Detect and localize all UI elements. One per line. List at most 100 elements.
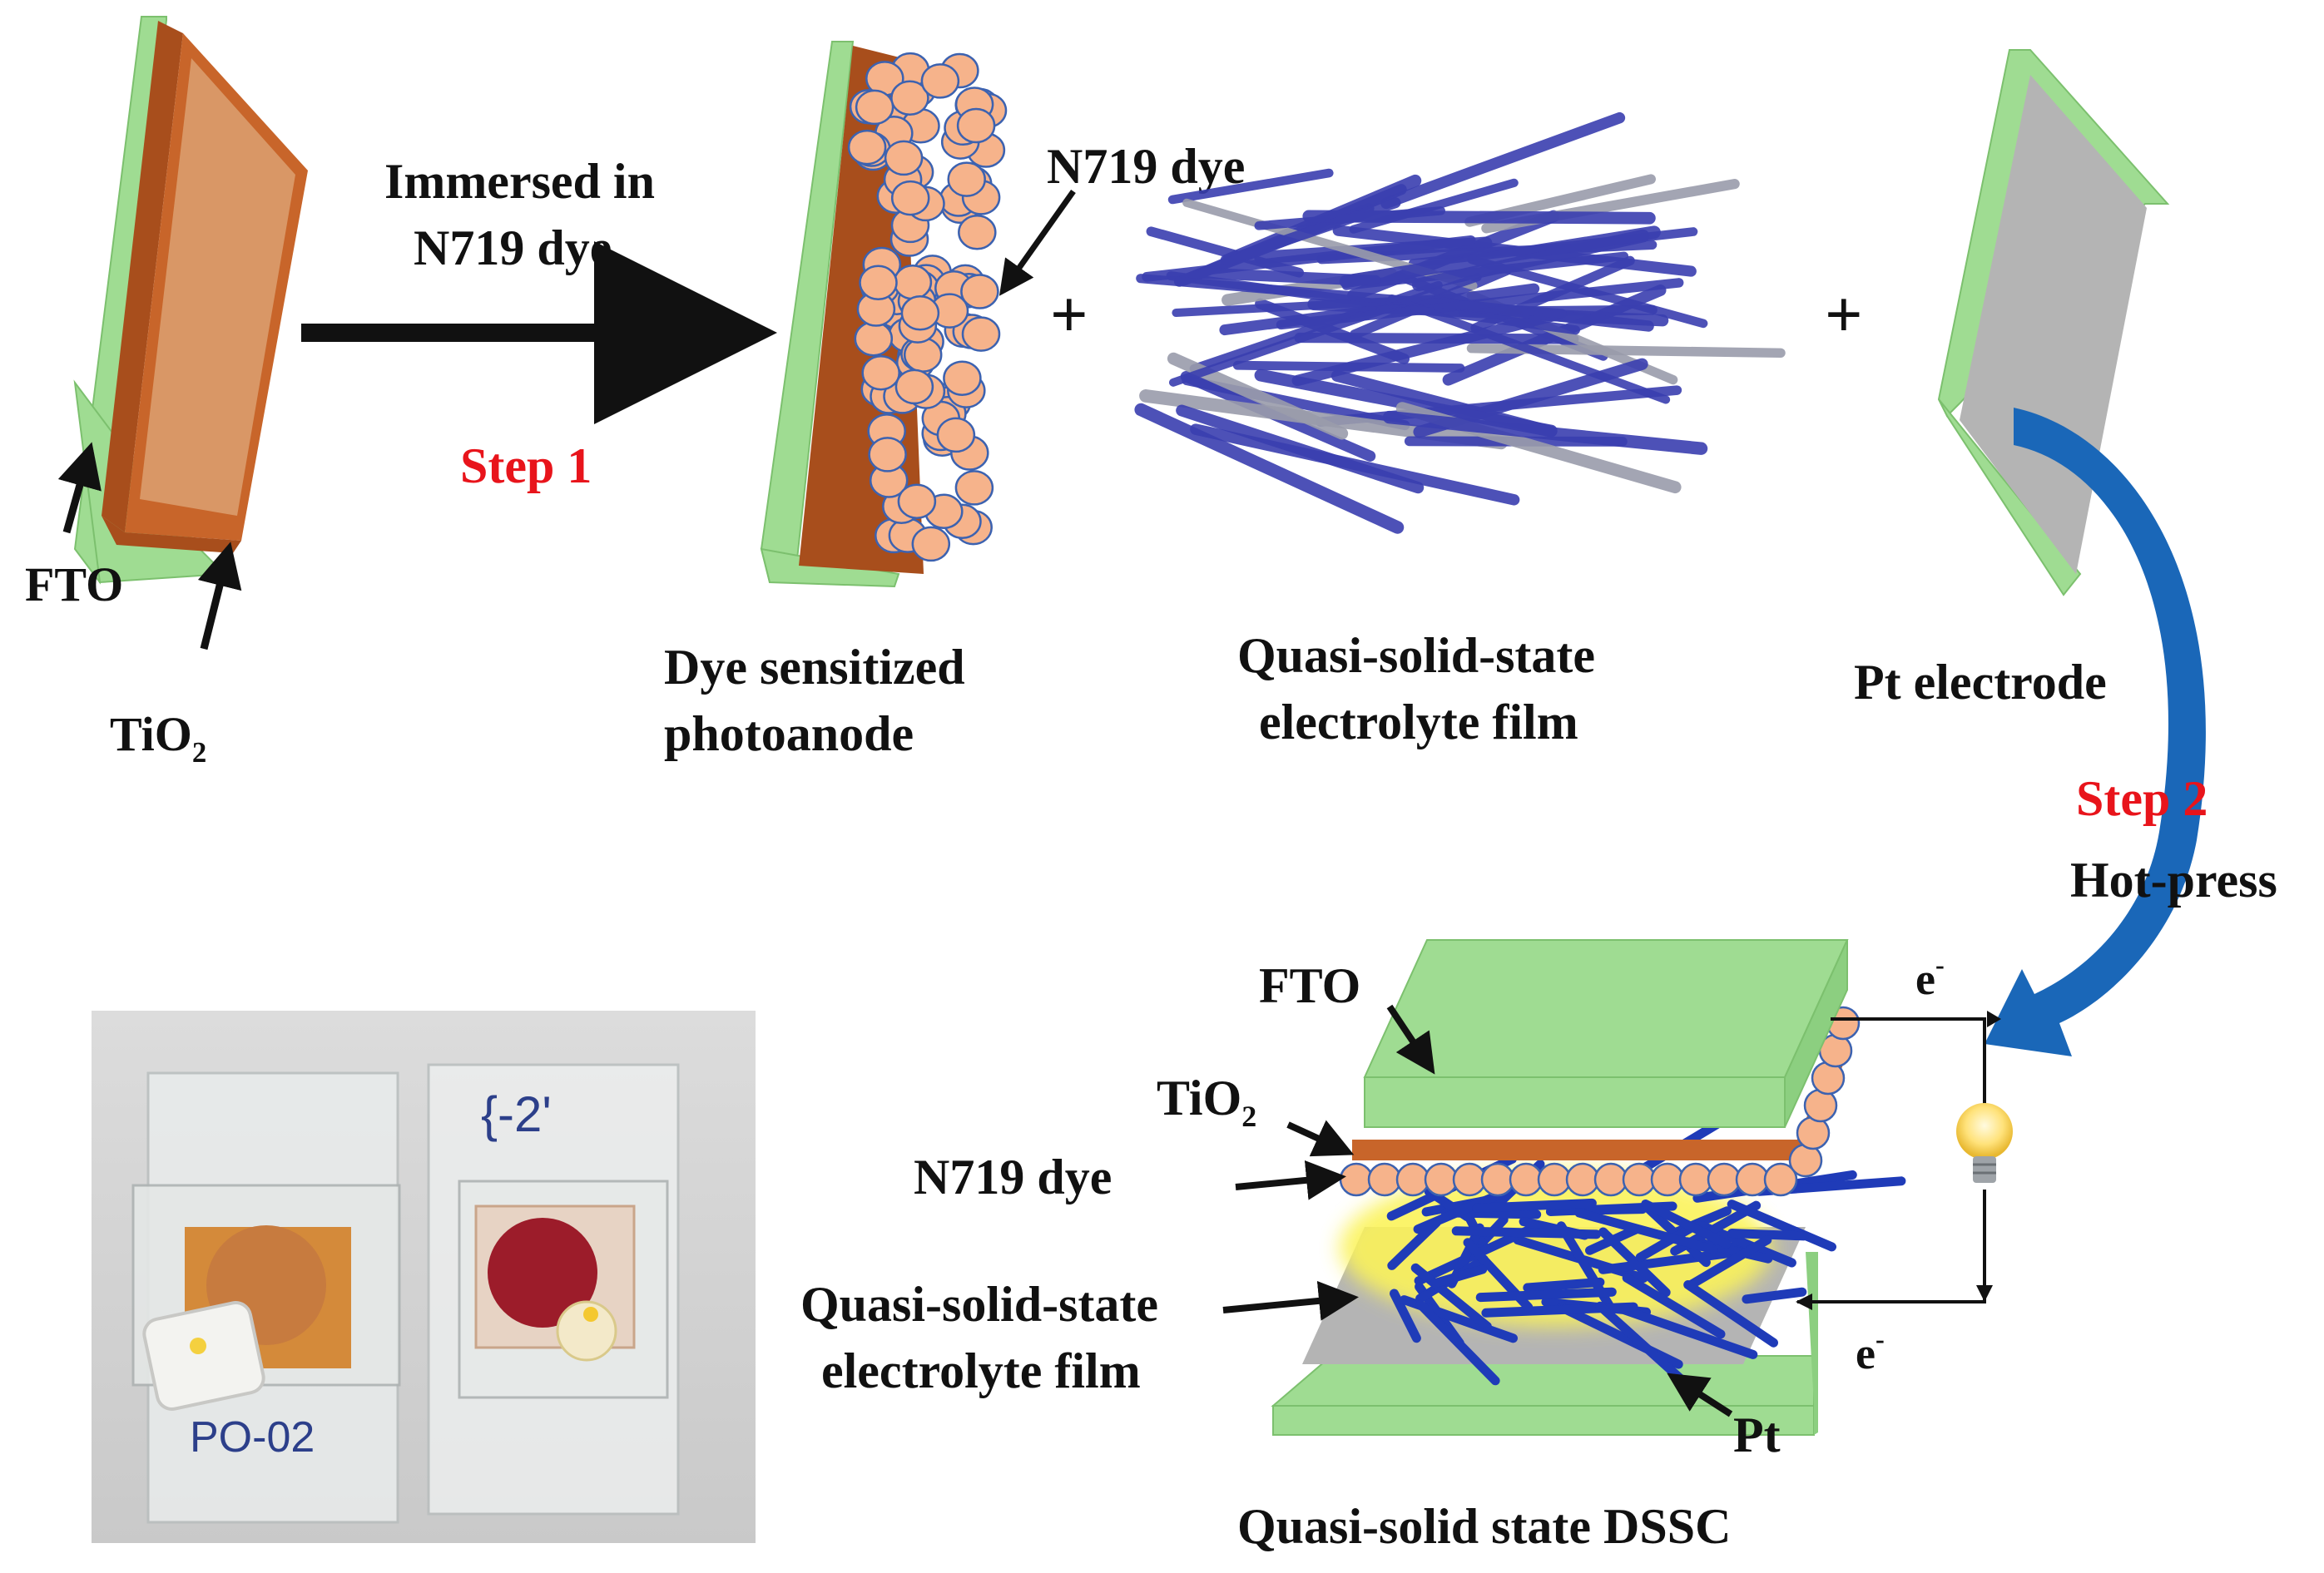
dye-particle bbox=[961, 316, 1001, 352]
dye-particle bbox=[894, 369, 934, 405]
dye-particle bbox=[859, 265, 898, 301]
circuit-arrow-down bbox=[1976, 1285, 1993, 1302]
photo-right-dye-spot bbox=[488, 1218, 597, 1328]
dssc-fiber bbox=[1595, 1301, 1690, 1388]
dssc-dye-particle bbox=[1367, 1162, 1402, 1197]
dssc-tio2-label: TiO2 bbox=[1157, 1071, 1256, 1133]
circuit-arrow-left bbox=[1796, 1294, 1812, 1310]
dssc-dye-particle bbox=[1452, 1162, 1487, 1197]
electrolyte-fiber bbox=[1339, 225, 1661, 289]
dssc-dye-particle bbox=[1593, 1162, 1628, 1197]
dye-particle bbox=[960, 274, 999, 309]
dssc-fiber bbox=[1598, 1247, 1747, 1274]
dssc-dye-particle bbox=[1537, 1162, 1572, 1197]
hot-press-arrow bbox=[1985, 408, 2206, 1056]
n719-pointer-arrow bbox=[998, 189, 1076, 296]
dssc-fiber bbox=[1727, 1229, 1809, 1241]
dye-particle bbox=[847, 129, 887, 166]
tio2-layer-side bbox=[102, 21, 183, 532]
electrolyte-fiber bbox=[1380, 111, 1626, 210]
dye-particle bbox=[854, 320, 894, 357]
fto-tio2-substrate bbox=[73, 16, 308, 585]
dssc-fiber bbox=[1410, 1263, 1492, 1331]
dssc-fiber bbox=[1415, 1299, 1500, 1386]
circuit-wire-top bbox=[1831, 1017, 1986, 1106]
dssc-dye-particle bbox=[1735, 1162, 1770, 1197]
electrolyte-fiber bbox=[1232, 360, 1465, 373]
step1-instruction-line1: Immersed in bbox=[384, 154, 655, 209]
step2-label: Step 2 bbox=[2076, 771, 2208, 826]
n719-dye-label: N719 dye bbox=[1047, 139, 1245, 194]
dye-particle bbox=[897, 483, 937, 519]
dssc-fiber bbox=[1622, 1273, 1726, 1339]
dssc-fiber bbox=[1481, 1302, 1638, 1318]
dye-particle bbox=[936, 417, 976, 453]
dssc-dye-particle bbox=[1339, 1162, 1374, 1197]
dye-particle bbox=[890, 180, 930, 216]
photo-right-handwriting: {-2' bbox=[481, 1086, 552, 1142]
dssc-dye-particle bbox=[1678, 1162, 1713, 1197]
dye-particle bbox=[958, 215, 997, 250]
dssc-electrolyte-label-line2: electrolyte film bbox=[821, 1343, 1141, 1398]
dssc-dye-particle bbox=[1707, 1162, 1742, 1197]
dssc-n719-label: N719 dye bbox=[914, 1150, 1112, 1204]
dssc-electron-bottom: e- bbox=[1856, 1325, 1885, 1378]
dssc-fiber bbox=[1475, 1287, 1617, 1303]
dye-particle bbox=[890, 80, 929, 116]
dssc-fiber bbox=[1451, 1226, 1602, 1239]
hot-press-label: Hot-press bbox=[2070, 853, 2277, 908]
dye-particle bbox=[861, 354, 900, 391]
electrolyte-fiber bbox=[1294, 332, 1579, 344]
dssc-electron-top: e- bbox=[1915, 951, 1945, 1004]
dssc-fiber bbox=[1585, 1224, 1641, 1255]
dye-particle bbox=[868, 437, 907, 472]
circuit-arrow-top bbox=[1987, 1011, 2001, 1027]
dssc-dye-particle bbox=[1622, 1162, 1657, 1197]
dssc-n719-pointer bbox=[1235, 1160, 1346, 1200]
dssc-pt-label: Pt bbox=[1733, 1407, 1781, 1462]
dye-particle bbox=[956, 107, 996, 144]
dye-particle bbox=[954, 470, 994, 506]
assembled-dssc bbox=[1271, 939, 2013, 1436]
plus-sign-2: + bbox=[1825, 279, 1863, 352]
dssc-fiber bbox=[1430, 1264, 1488, 1289]
electrolyte-fiber bbox=[1168, 273, 1482, 387]
photoanode-caption-line2: photoanode bbox=[664, 706, 914, 761]
dssc-tio2-pointer bbox=[1286, 1120, 1355, 1157]
dye-particle bbox=[947, 161, 986, 197]
dye-particle bbox=[920, 63, 960, 99]
dye-particle bbox=[893, 265, 933, 300]
photo-left-handwriting: PO-02 bbox=[190, 1413, 315, 1462]
dssc-dye-particle bbox=[1395, 1162, 1430, 1197]
electrolyte-caption-line2: electrolyte film bbox=[1259, 695, 1578, 749]
dye-particle bbox=[943, 360, 982, 396]
dssc-fiber bbox=[1685, 1235, 1772, 1290]
electrolyte-fiber bbox=[1302, 210, 1656, 225]
electrolyte-fiber-mat bbox=[1134, 111, 1786, 534]
electrolyte-fiber bbox=[1276, 278, 1684, 330]
dssc-fiber bbox=[1641, 1200, 1732, 1249]
dssc-fiber bbox=[1620, 1305, 1758, 1359]
dye-particle bbox=[911, 526, 951, 562]
device-photograph: PO-02 {-2' bbox=[92, 1011, 756, 1543]
electrolyte-fiber bbox=[1387, 294, 1671, 404]
dssc-electrolyte-label-line1: Quasi-solid-state bbox=[800, 1277, 1158, 1332]
photo-right-dot bbox=[583, 1307, 598, 1322]
dye-particle bbox=[900, 295, 940, 331]
dssc-caption: Quasi-solid state DSSC bbox=[1237, 1499, 1731, 1554]
dye-particle-cluster bbox=[847, 52, 1008, 562]
tio2-label: TiO2 bbox=[110, 707, 206, 769]
dssc-fto-label: FTO bbox=[1259, 958, 1360, 1013]
photo-right-seal bbox=[556, 1300, 617, 1362]
dssc-dye-particle bbox=[1480, 1162, 1515, 1197]
fto-label: FTO bbox=[25, 557, 123, 611]
dssc-electrolyte-pointer bbox=[1222, 1280, 1359, 1321]
dssc-dye-particle bbox=[1650, 1162, 1685, 1197]
dssc-fiber bbox=[1727, 1200, 1836, 1252]
electrolyte-fiber bbox=[1382, 410, 1708, 455]
dye-particle bbox=[855, 89, 894, 126]
dye-particle bbox=[884, 140, 924, 176]
dye-particle bbox=[903, 337, 943, 373]
photoanode-caption-line1: Dye sensitized bbox=[664, 640, 965, 695]
